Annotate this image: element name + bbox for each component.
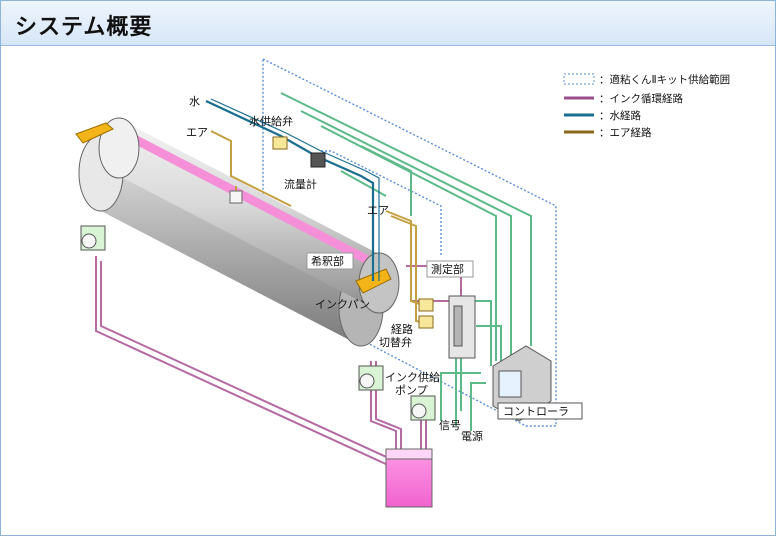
ink-pump-left [80,225,106,251]
supply-scope-outline [262,57,557,427]
legend-scope: ：適粘くんⅡキット供給範囲 [599,73,730,86]
label-ink-pan: インクパン [315,298,370,311]
flow-meter [310,152,326,168]
label-air-mid: エア [367,204,389,217]
label-ink-pump-1: インク供給 [385,370,440,384]
water-supply-valve [272,136,288,150]
label-water-valve: 水供給弁 [249,114,293,128]
label-dilution: 希釈部 [311,254,344,268]
label-power: 電源 [461,429,483,443]
page-title: システム概要 [15,15,153,40]
label-signal: 信号 [439,419,461,432]
label-route-valve-2: 切替弁 [379,335,412,349]
label-ink-pump-2: ポンプ [395,384,428,397]
legend: ：適粘くんⅡキット供給範囲 ：インク循環経路 ：水経路 ：エア経路 [563,73,730,139]
route-switch-valve-2 [418,315,434,329]
label-water: 水 [189,95,200,108]
roller-assembly [78,117,400,347]
label-flow-meter: 流量計 [284,177,317,191]
controller [492,345,552,422]
label-measurement-box [426,260,474,278]
ink-supply-pump [358,365,384,391]
signal-lines [280,92,532,431]
measurement-cell [453,305,463,347]
label-controller: コントローラ [503,405,569,418]
label-dilution-box [306,252,354,270]
water-line-inner [210,98,380,281]
legend-swatch-scope [563,73,595,85]
air-valve-small [229,190,243,204]
label-route-valve-1: 経路 [391,323,413,336]
supply-scope-inner [321,150,442,256]
ink-pan-left [75,122,114,144]
label-measurement: 測定部 [431,262,464,276]
ink-pump-2 [410,395,436,421]
legend-water: ：水経路 [599,109,641,122]
header-bar: システム概要 [1,1,775,46]
ink-tank [385,448,433,508]
legend-air: ：エア経路 [599,126,652,139]
legend-ink: ：インク循環経路 [599,92,683,105]
label-controller-box [497,402,583,420]
route-switch-valve-1 [418,298,434,312]
water-line [205,100,375,281]
label-air-top: エア [186,126,208,139]
